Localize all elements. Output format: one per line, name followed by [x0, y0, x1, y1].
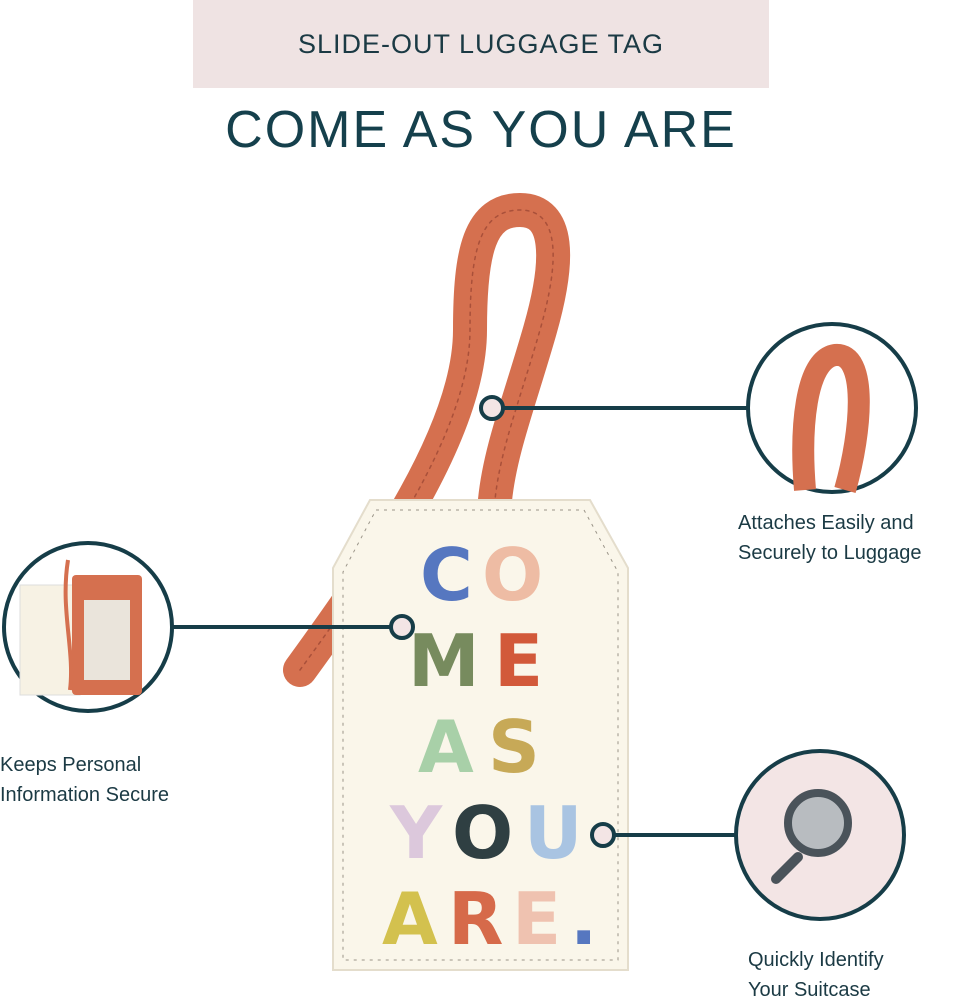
tag-letter: U: [524, 791, 582, 875]
callout-line-text: Keeps Personal: [0, 754, 142, 776]
product-title: COME AS YOU ARE: [225, 101, 737, 159]
tag-letter: O: [482, 533, 543, 617]
tag-letter: E: [512, 877, 561, 961]
tag-letter: E: [494, 619, 543, 703]
callout-dot: [479, 395, 505, 421]
tag-letter: S: [488, 705, 540, 789]
callout-line-text: Quickly Identify: [748, 949, 884, 971]
callout-dot: [590, 822, 616, 848]
tag-letter: O: [452, 791, 513, 875]
header-band: SLIDE-OUT LUGGAGE TAG: [193, 0, 769, 88]
tag-letter: Y: [389, 791, 443, 875]
tag-letter: .: [570, 877, 597, 961]
strap: [283, 192, 571, 687]
callout-dot: [389, 614, 415, 640]
callout-line-text: Attaches Easily and: [738, 512, 914, 534]
strap-loop-icon: [746, 322, 918, 494]
tag-letter: M: [408, 619, 480, 703]
callout-line-text: Securely to Luggage: [738, 542, 922, 564]
tag-letter: C: [420, 533, 473, 617]
product-subtitle: SLIDE-OUT LUGGAGE TAG: [297, 28, 665, 59]
callout-label-identify: Quickly Identify Your Suitcase: [748, 945, 884, 1005]
luggage-tag: C O M E A S Y O U A R E .: [332, 499, 629, 971]
callout-label-attaches: Attaches Easily and Securely to Luggage: [738, 508, 921, 568]
tag-letter: A: [418, 705, 474, 789]
magnifier-icon: [734, 749, 906, 921]
tag-letter: A: [382, 877, 438, 961]
callout-label-secure: Keeps Personal Information Secure: [0, 750, 169, 810]
callout-line-text: Your Suitcase: [748, 979, 871, 1001]
tag-letter: R: [448, 877, 503, 961]
id-window-icon: [2, 541, 174, 713]
callout-line-text: Information Secure: [0, 784, 169, 806]
